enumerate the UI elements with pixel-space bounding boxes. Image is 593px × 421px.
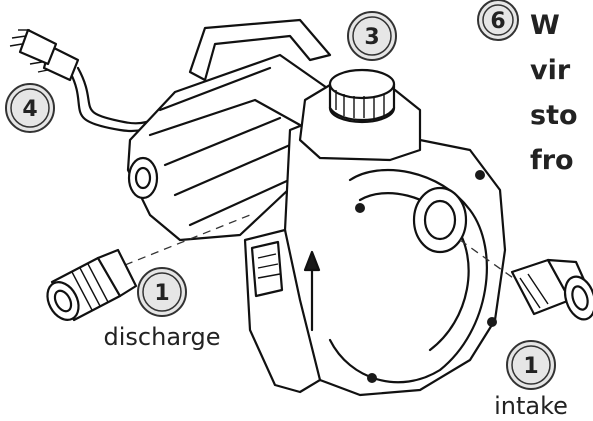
callout-note-number: 6	[490, 9, 505, 34]
callout-discharge: 1 discharge	[104, 267, 221, 351]
intake-fitting	[510, 258, 593, 321]
callout-note: 6	[477, 0, 519, 41]
discharge-alignment-line	[124, 214, 251, 266]
callout-cap-number: 3	[364, 25, 379, 50]
side-text-line-4: fro	[530, 145, 574, 176]
callout-cord: 4	[5, 83, 55, 133]
side-text-line-1: W	[530, 10, 560, 41]
priming-cap	[328, 68, 396, 124]
side-text-line-3: sto	[530, 100, 578, 131]
callout-intake: 1 intake	[494, 340, 568, 420]
callout-cord-number: 4	[22, 97, 37, 122]
discharge-fitting	[46, 248, 138, 322]
side-text-line-2: vir	[530, 55, 571, 86]
callout-intake-number: 1	[523, 354, 538, 379]
discharge-label: discharge	[104, 323, 221, 351]
intake-label: intake	[494, 392, 568, 420]
callout-discharge-number: 1	[154, 281, 169, 306]
callout-cap: 3	[347, 11, 397, 61]
motor-housing	[126, 18, 332, 242]
